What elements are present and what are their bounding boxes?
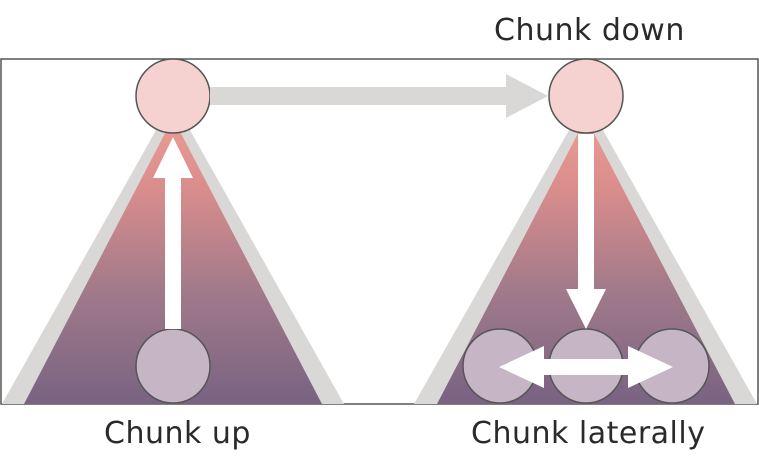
chunk-up-group (2, 58, 344, 404)
up-arrow-head (153, 137, 193, 178)
connector-arrow-shaft (210, 87, 510, 105)
left-top-node (135, 58, 211, 134)
chunk-up-label: Chunk up (104, 416, 251, 451)
connector-arrow (210, 74, 548, 118)
connector-arrow-head (506, 74, 548, 118)
down-arrow-head (566, 289, 606, 329)
lateral-arrow-head-left (499, 346, 544, 388)
chunk-laterally-label: Chunk laterally (471, 416, 706, 451)
up-arrow-shaft (165, 176, 181, 329)
down-arrow-shaft (578, 134, 594, 294)
right-top-node (548, 58, 624, 134)
chunk-down-label: Chunk down (494, 13, 685, 48)
lateral-arrow-head-right (628, 346, 673, 388)
chunk-down-group (414, 58, 757, 404)
left-bottom-node (135, 328, 211, 404)
lateral-arrow-shaft (540, 359, 632, 375)
